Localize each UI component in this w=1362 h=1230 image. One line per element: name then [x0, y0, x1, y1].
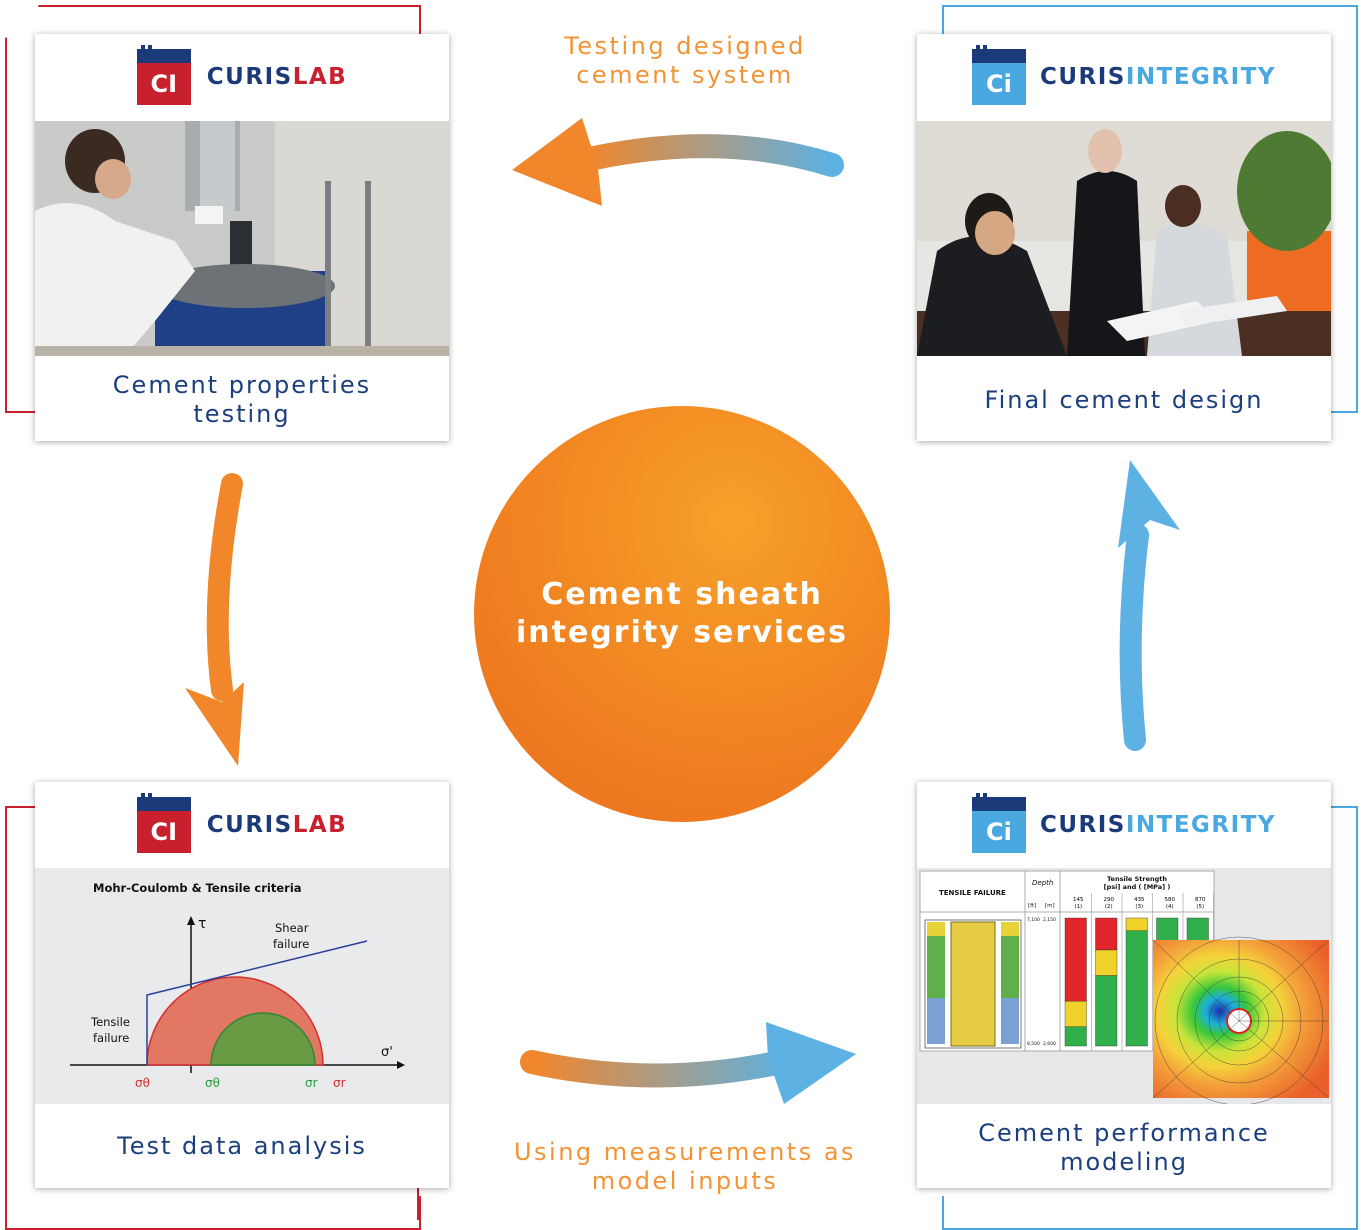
depth-bottom-m: 2,600 [1043, 1041, 1056, 1047]
lab-technician-photo [35, 121, 449, 356]
card-caption: Cement performance modeling [978, 1119, 1270, 1176]
arrow-left-head [185, 682, 244, 766]
logo-mark-text: Ci [971, 811, 1026, 853]
arrow-top-shaft [573, 134, 844, 177]
sigma-label: σ' [381, 1045, 393, 1060]
curislab-logo-mark: CI [136, 45, 191, 105]
card-caption: Test data analysis [117, 1132, 367, 1160]
tau-label: τ [198, 916, 206, 932]
brand-prefix: CURIS [206, 812, 293, 838]
strength-stripe-segment [1064, 1000, 1087, 1027]
strength-units: [psi] and ( [MPa] ) [1104, 883, 1171, 891]
arrow-right-head [1118, 460, 1180, 548]
tensile-label-2: failure [93, 1031, 129, 1045]
curisintegrity-logo-mark: Ci [971, 45, 1026, 105]
table-title: TENSILE FAILURE [939, 889, 1006, 897]
depth-unit-ft: [ft] [1028, 903, 1036, 909]
arrow-left-shaft [206, 473, 243, 701]
mohr-coulomb-chart: Mohr-Coulomb & Tensile criteria τ σ' She… [35, 868, 449, 1104]
failure-envelope [146, 940, 368, 1065]
sigma-r-red: σr [333, 1076, 346, 1090]
center-circle: Cement sheath integrity services [474, 406, 890, 822]
column-mpa-label: (2) [1105, 904, 1113, 910]
tensile-label-1: Tensile [90, 1015, 130, 1029]
shear-label-1: Shear [275, 921, 309, 935]
arrow-bottom-shaft [520, 1048, 802, 1088]
column-psi-label: 435 [1134, 897, 1145, 903]
curislab-logo-mark: CI [136, 793, 191, 853]
center-title: Cement sheath integrity services [515, 577, 849, 650]
brand-prefix: CURIS [206, 64, 293, 90]
team-meeting-photo [917, 121, 1331, 356]
sigma-theta-red: σθ [135, 1076, 150, 1090]
strength-label: Tensile Strength [1107, 875, 1167, 883]
column-psi-label: 290 [1104, 897, 1115, 903]
column-mpa-label: (3) [1135, 904, 1143, 910]
brand-suffix: LAB [292, 812, 348, 838]
depth-top-m: 2,150 [1043, 917, 1056, 923]
strength-stripe-segment [1064, 1026, 1087, 1047]
curisintegrity-logo-mark: Ci [971, 793, 1026, 853]
depth-label: Depth [1032, 879, 1053, 887]
brand-prefix: CURIS [1039, 812, 1126, 838]
column-mpa-label: (1) [1074, 904, 1082, 910]
flow-label-top: Testing designed cement system [564, 32, 806, 89]
lab-bracket-bottom-right [417, 1170, 419, 1220]
column-mpa-label: (4) [1166, 904, 1174, 910]
column-mpa-label: (5) [1196, 904, 1204, 910]
card-caption: Final cement design [984, 386, 1264, 414]
shear-circle [210, 1012, 316, 1066]
depth-unit-m: [m] [1045, 903, 1055, 909]
brand-suffix: INTEGRITY [1125, 64, 1277, 90]
arrow-right-shaft [1119, 524, 1149, 751]
brand-suffix: INTEGRITY [1125, 812, 1277, 838]
strength-stripe-segment [1095, 975, 1118, 1047]
sigma-theta-green: σθ [205, 1076, 220, 1090]
sigma-r-green: σr [305, 1076, 318, 1090]
column-psi-label: 870 [1195, 897, 1206, 903]
strength-stripe-segment [1095, 949, 1118, 976]
strength-stripe-segment [1125, 930, 1148, 1047]
mohr-chart-title: Mohr-Coulomb & Tensile criteria [93, 881, 302, 895]
card-caption: Cement properties testing [112, 371, 372, 428]
depth-bottom-ft: 8,500 [1027, 1041, 1040, 1047]
column-psi-label: 145 [1073, 897, 1084, 903]
strength-stripe-segment [1125, 917, 1148, 932]
shear-label-2: failure [273, 937, 309, 951]
column-psi-label: 580 [1165, 897, 1176, 903]
arrow-bottom-head [766, 1022, 856, 1104]
depth-top-ft: 7,100 [1027, 917, 1040, 923]
strength-stripe-segment [1064, 917, 1087, 1002]
logo-mark-text: CI [136, 811, 191, 853]
brand-prefix: CURIS [1039, 64, 1126, 90]
strength-stripe-segment [1095, 917, 1118, 951]
arrow-top-head [512, 118, 602, 206]
brand-suffix: LAB [292, 64, 348, 90]
logo-mark-text: CI [136, 63, 191, 105]
flow-label-bottom: Using measurements as model inputs [513, 1138, 857, 1195]
tensile-failure-model: TENSILE FAILURE Depth [ft] [m] 7,100 2,1… [917, 868, 1331, 1104]
logo-mark-text: Ci [971, 63, 1026, 105]
